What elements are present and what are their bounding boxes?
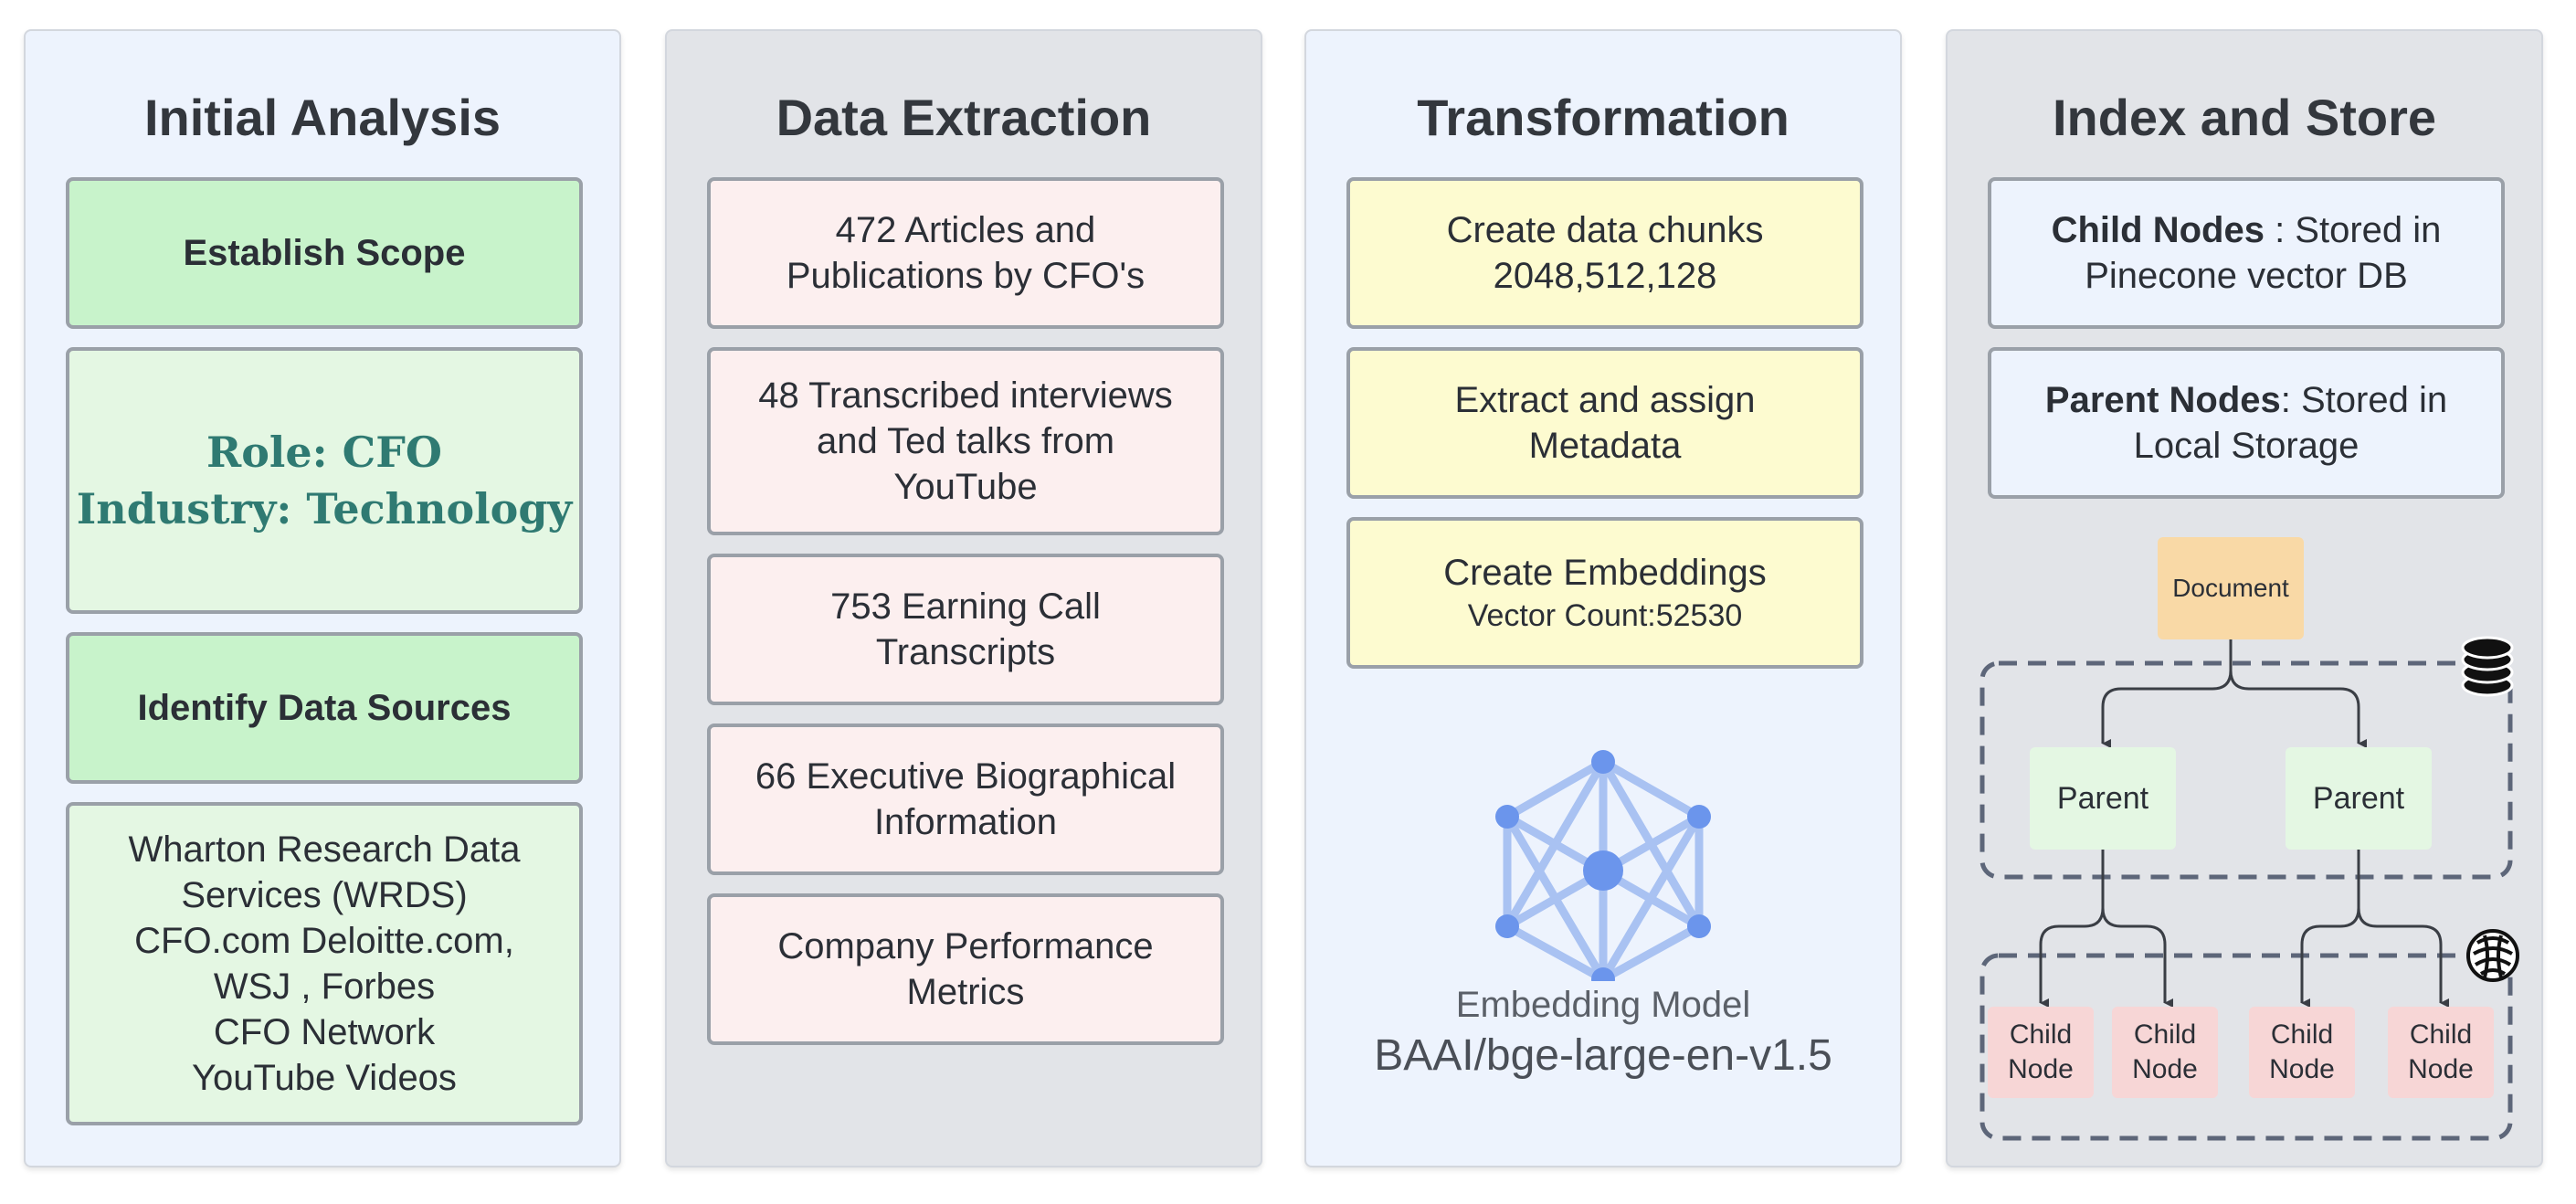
data-sources-list-box[interactable]: Wharton Research Data Services (WRDS) CF… (66, 802, 583, 1125)
child-group-container (1980, 953, 2513, 1141)
box-line-1: Parent Nodes: Stored in (2045, 377, 2447, 423)
source-line: WSJ , Forbes (213, 966, 436, 1007)
earnings-calls-box[interactable]: 753 Earning Call Transcripts (707, 554, 1224, 705)
box-line: Information (873, 802, 1058, 842)
biographical-box[interactable]: 66 Executive Biographical Information (707, 723, 1224, 875)
document-node[interactable]: Document (2158, 537, 2304, 639)
box-line: Transcripts (875, 632, 1056, 672)
box-line: Create data chunks (1446, 210, 1764, 250)
child-nodes-bold: Child Nodes (2051, 210, 2265, 250)
box-label: Establish Scope (183, 233, 466, 273)
box-line: and Ted talks from (816, 421, 1115, 461)
network-icon (1495, 750, 1711, 981)
child-node[interactable]: Child Node (1988, 1007, 2094, 1098)
box-line: Metadata (1528, 426, 1682, 466)
source-line: CFO Network (213, 1012, 436, 1052)
box-line: Metrics (906, 972, 1025, 1012)
box-line: 66 Executive Biographical (755, 756, 1177, 797)
box-line: YouTube (893, 467, 1038, 507)
pinecone-icon (2466, 929, 2519, 982)
interviews-box[interactable]: 48 Transcribed interviews and Ted talks … (707, 347, 1224, 535)
metadata-box[interactable]: Extract and assign Metadata (1346, 347, 1863, 499)
parent-group-container (1980, 660, 2513, 880)
establish-scope-box[interactable]: Establish Scope (66, 177, 583, 329)
box-label: Identify Data Sources (137, 688, 512, 728)
panel-title: Transformation (1417, 89, 1789, 146)
embedding-model-label: Embedding Model (1455, 985, 1751, 1025)
identify-data-sources-box[interactable]: Identify Data Sources (66, 632, 583, 784)
articles-box[interactable]: 472 Articles and Publications by CFO's (707, 177, 1224, 329)
embedding-model-name: BAAI/bge-large-en-v1.5 (1374, 1031, 1832, 1080)
transformation-panel: Transformation Create data chunks 2048,5… (1304, 29, 1902, 1167)
industry-label: Industry: Technology (76, 484, 573, 533)
parent-nodes-bold: Parent Nodes (2044, 380, 2281, 420)
box-line: 2048,512,128 (1493, 256, 1717, 296)
child-nodes-storage-box[interactable]: Child Nodes : Stored in Pinecone vector … (1988, 177, 2505, 329)
vector-count: Vector Count:52530 (1467, 598, 1743, 633)
node-label-line2: Node (2008, 1054, 2074, 1084)
node-label-line1: Child (2270, 1019, 2334, 1050)
box-line-1: Child Nodes : Stored in (2052, 207, 2442, 253)
database-icon (2461, 636, 2514, 697)
performance-metrics-box[interactable]: Company Performance Metrics (707, 893, 1224, 1045)
box-line: Create Embeddings (1443, 553, 1767, 593)
panel-title: Index and Store (2052, 89, 2437, 146)
panel-title: Initial Analysis (143, 89, 501, 146)
source-line: Wharton Research Data (128, 829, 521, 870)
role-industry-box[interactable]: Role: CFO Industry: Technology (66, 347, 583, 614)
parent-node[interactable]: Parent (2030, 747, 2176, 850)
index-store-panel: Index and Store Child Nodes : Stored in … (1946, 29, 2543, 1167)
box-line-2: Pinecone vector DB (2085, 256, 2408, 296)
embeddings-box[interactable]: Create Embeddings Vector Count:52530 (1346, 517, 1863, 669)
parent-nodes-storage-box[interactable]: Parent Nodes: Stored in Local Storage (1988, 347, 2505, 499)
box-line: 753 Earning Call (830, 586, 1101, 627)
node-label-line1: Child (2133, 1019, 2197, 1050)
child-nodes-rest: : Stored in (2264, 210, 2442, 250)
data-extraction-panel: Data Extraction 472 Articles and Publica… (665, 29, 1262, 1167)
initial-analysis-panel: Initial Analysis Establish Scope Role: C… (24, 29, 621, 1167)
role-label: Role: CFO (206, 428, 442, 477)
source-line: Services (WRDS) (181, 875, 468, 915)
node-label-line1: Child (2009, 1019, 2073, 1050)
node-label-line2: Node (2408, 1054, 2474, 1084)
node-label-line1: Child (2409, 1019, 2473, 1050)
data-chunks-box[interactable]: Create data chunks 2048,512,128 (1346, 177, 1863, 329)
node-label: Document (2172, 574, 2289, 602)
node-label-line2: Node (2269, 1054, 2335, 1084)
box-line: Publications by CFO's (786, 256, 1145, 296)
node-label: Parent (2312, 780, 2405, 816)
box-line: Company Performance (777, 926, 1154, 966)
box-line: 472 Articles and (835, 210, 1096, 250)
box-line: Extract and assign (1454, 380, 1756, 420)
box-line: 48 Transcribed interviews (758, 375, 1173, 416)
child-node[interactable]: Child Node (2112, 1007, 2218, 1098)
hierarchy-connectors (1980, 639, 2513, 1141)
node-label-line2: Node (2132, 1054, 2198, 1084)
source-line: YouTube Videos (192, 1058, 457, 1098)
child-node[interactable]: Child Node (2249, 1007, 2355, 1098)
panel-title: Data Extraction (776, 89, 1152, 146)
node-label: Parent (2056, 780, 2149, 816)
child-node[interactable]: Child Node (2388, 1007, 2494, 1098)
parent-nodes-rest: : Stored in (2280, 380, 2448, 420)
source-line: CFO.com Deloitte.com, (134, 921, 514, 961)
box-line-2: Local Storage (2133, 426, 2360, 466)
parent-node[interactable]: Parent (2286, 747, 2432, 850)
